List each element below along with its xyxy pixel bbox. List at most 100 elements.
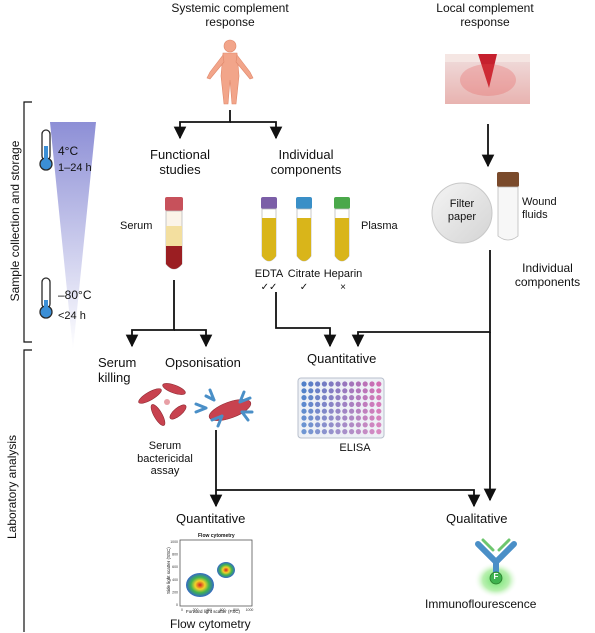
elisa-well (355, 422, 361, 428)
flow-x-tick: 0 (181, 608, 183, 612)
systemic-response-header: Systemic complement response (135, 1, 325, 30)
flow-arrows (125, 110, 497, 508)
flow-y-tick: 600 (172, 565, 178, 569)
elisa-well (328, 422, 334, 428)
elisa-label: ELISA (339, 442, 371, 454)
flow-y-tick: 400 (172, 578, 178, 582)
tube-mark-edta: ✓✓ (260, 282, 278, 293)
elisa-well (369, 422, 375, 428)
elisa-well (328, 401, 334, 407)
flow-x-tick: 1000 (246, 608, 254, 612)
wound-fluids-label: Wound fluids (522, 196, 557, 221)
elisa-well (369, 429, 375, 435)
frozen-storage-time: <24 h (58, 310, 86, 322)
elisa-well (342, 422, 348, 428)
bactericidal-line3: assay (150, 465, 180, 478)
elisa-well (349, 401, 355, 407)
elisa-well (376, 388, 382, 394)
functional-line1: Functional (150, 147, 210, 162)
individual-line1: Individual (278, 147, 334, 162)
elisa-well (315, 388, 321, 394)
elisa-well (315, 381, 321, 387)
elisa-well (349, 408, 355, 414)
elisa-well (369, 381, 375, 387)
elisa-well (362, 408, 368, 414)
elisa-well (321, 401, 327, 407)
elisa-well (369, 401, 375, 407)
elisa-well (328, 429, 334, 435)
tube-mark-citrate: ✓ (299, 282, 309, 293)
elisa-well (315, 401, 321, 407)
individual-line2: components (270, 161, 342, 177)
tube-label-heparin: Heparin (323, 268, 363, 280)
elisa-well (308, 415, 314, 421)
elisa-well (362, 415, 368, 421)
elisa-well (355, 388, 361, 394)
serum-killing-line1: Serum (98, 355, 137, 370)
local-response-header: Local complement response (390, 1, 580, 30)
elisa-well (369, 415, 375, 421)
elisa-well (328, 395, 334, 401)
tube-mark-heparin: × (340, 282, 346, 293)
local-individual-line2: components (514, 274, 581, 289)
elisa-well (349, 415, 355, 421)
wound-fluid-tube-icon (497, 172, 519, 241)
functional-studies-label: Functional studies (135, 147, 225, 178)
local-header-line2: response (460, 14, 510, 29)
elisa-well (376, 422, 382, 428)
flow-cytometry-caption: Flow cytometry (170, 617, 251, 631)
elisa-well (349, 381, 355, 387)
elisa-well (342, 415, 348, 421)
immunofluorescence-label: Immunoflourescence (425, 597, 537, 611)
elisa-well (301, 381, 307, 387)
flow-population-1 (186, 573, 214, 597)
bacteria-icon (138, 383, 187, 426)
elisa-well (342, 429, 348, 435)
elisa-well (301, 395, 307, 401)
elisa-well (349, 388, 355, 394)
elisa-well (321, 429, 327, 435)
elisa-well (301, 422, 307, 428)
elisa-well (315, 395, 321, 401)
elisa-well (362, 381, 368, 387)
flow-cytometry-plot (179, 539, 253, 607)
flow-y-tick: 0 (176, 603, 178, 607)
elisa-well (315, 408, 321, 414)
serum-killing-label: Serum killing (98, 355, 137, 386)
thermometer-cold-icon (39, 129, 53, 171)
elisa-well (335, 381, 341, 387)
elisa-well (315, 422, 321, 428)
elisa-well (321, 408, 327, 414)
elisa-well (308, 381, 314, 387)
tube-label-citrate: Citrate (287, 268, 321, 280)
elisa-well (315, 415, 321, 421)
filter-paper-label: Filter paper (438, 198, 486, 223)
plasma-tube-heparin-icon (334, 197, 350, 262)
elisa-well (355, 408, 361, 414)
flow-x-tick: 600 (220, 608, 226, 612)
elisa-well (335, 401, 341, 407)
wound-skin-icon (445, 54, 530, 104)
qualitative-label: Qualitative (446, 511, 508, 526)
flow-x-tick: 400 (206, 608, 212, 612)
elisa-well (321, 388, 327, 394)
flow-x-tick: 200 (193, 608, 199, 612)
elisa-well (335, 395, 341, 401)
elisa-well (376, 415, 382, 421)
local-individual-line1: Individual (522, 261, 573, 275)
wound-fluids-line2: fluids (522, 208, 548, 221)
elisa-well (349, 395, 355, 401)
flow-plot-ylabel: Side light scatter (SSC) (165, 547, 171, 594)
elisa-well (335, 422, 341, 428)
elisa-well (342, 395, 348, 401)
elisa-well (335, 388, 341, 394)
human-body-icon (206, 39, 254, 105)
elisa-well (342, 408, 348, 414)
filter-paper-icon (431, 182, 493, 244)
elisa-well (355, 381, 361, 387)
elisa-well (335, 415, 341, 421)
serum-killing-line2: killing (98, 369, 131, 385)
flow-population-2 (217, 562, 235, 578)
